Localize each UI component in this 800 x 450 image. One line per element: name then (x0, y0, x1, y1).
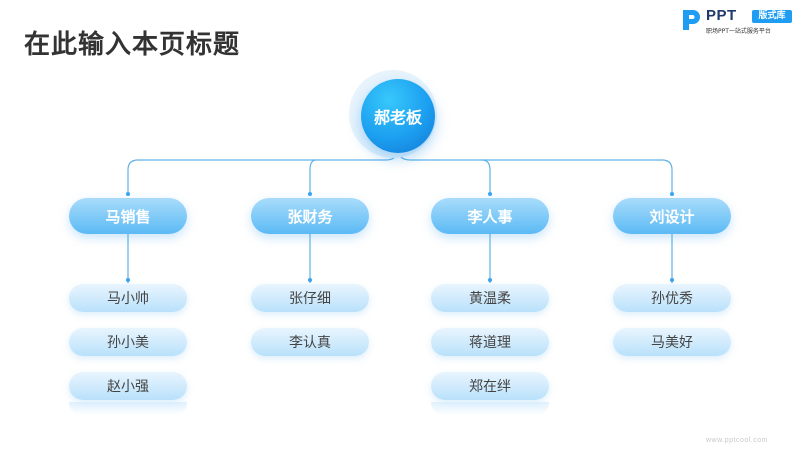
dept-node-sales: 马销售 (69, 192, 187, 234)
member-node: 孙优秀 (613, 284, 731, 312)
member-node: 郑在绊 (431, 372, 549, 400)
member-node: 黄温柔 (431, 284, 549, 312)
dept-node-finance: 张财务 (251, 192, 369, 234)
member-node: 马小帅 (69, 284, 187, 312)
member-node: 孙小美 (69, 328, 187, 356)
logo-brand-text: PPT (706, 7, 737, 24)
page-title: 在此输入本页标题 (24, 30, 241, 60)
member-node: 蒋道理 (431, 328, 549, 356)
connector-dept-2 (309, 159, 317, 192)
brand-logo: PPT 版式库 职场PPT一站式服务平台 (680, 7, 792, 35)
logo-badge: 版式库 (752, 10, 792, 23)
connector-right (397, 147, 673, 192)
logo-tagline: 职场PPT一站式服务平台 (706, 28, 771, 35)
dept-node-design: 刘设计 (613, 192, 731, 234)
dept-node-hr: 李人事 (431, 192, 549, 234)
member-node: 张仔细 (251, 284, 369, 312)
member-node: 赵小强 (69, 372, 187, 400)
boss-node: 郝老板 (361, 79, 435, 153)
footer-url: www.pptcool.com (706, 437, 768, 444)
member-reflection (431, 402, 549, 416)
member-reflection (69, 402, 187, 416)
connector-left (127, 147, 399, 192)
logo-p-icon (683, 10, 700, 30)
member-node: 马美好 (613, 328, 731, 356)
member-node: 李认真 (251, 328, 369, 356)
connector-dept-3 (481, 159, 491, 192)
